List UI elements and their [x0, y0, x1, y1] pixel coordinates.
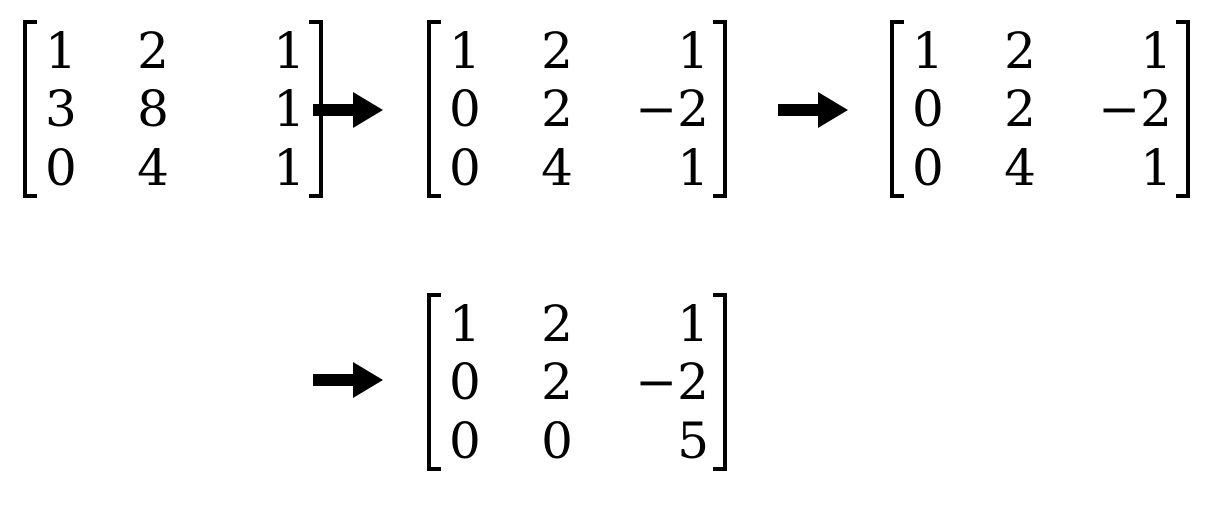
matrix-entry: 2 [541, 22, 573, 80]
left-bracket [890, 20, 904, 198]
matrix-entry: 2 [137, 22, 169, 80]
matrix-entry: 0 [912, 80, 944, 138]
matrix-entry: 1 [677, 139, 709, 197]
matrix-entry: −2 [635, 80, 709, 138]
matrix-entry: 0 [449, 80, 481, 138]
matrix-entry: 2 [541, 295, 573, 353]
matrix-entry: 1 [273, 139, 305, 197]
matrix-entry: 4 [1004, 139, 1036, 197]
left-bracket [427, 293, 441, 471]
right-bracket [713, 293, 727, 471]
matrix-entry: 0 [449, 139, 481, 197]
right-bracket [713, 20, 727, 198]
matrix-entry: 1 [1140, 139, 1172, 197]
matrix-entry: 1 [912, 22, 944, 80]
matrix-entry: 3 [45, 80, 77, 138]
right-arrow-icon [313, 362, 383, 398]
left-bracket [23, 20, 37, 198]
matrix-entry: 2 [1004, 22, 1036, 80]
matrix-entry: 1 [1140, 22, 1172, 80]
matrix-entry: 0 [45, 139, 77, 197]
matrix-entry: 4 [541, 139, 573, 197]
right-arrow-icon [778, 92, 848, 128]
matrix-entry: 1 [273, 80, 305, 138]
matrix-entry: 1 [449, 22, 481, 80]
matrix-entry: 4 [137, 139, 169, 197]
matrix-entry: 5 [677, 412, 709, 470]
matrix-entry: 1 [449, 295, 481, 353]
matrix-entry: −2 [1098, 80, 1172, 138]
matrix-entry: 8 [137, 80, 169, 138]
matrix-entry: 1 [677, 295, 709, 353]
left-bracket [427, 20, 441, 198]
matrix-entry: 0 [449, 353, 481, 411]
matrix-entry: 0 [912, 139, 944, 197]
matrix-entry: 0 [449, 412, 481, 470]
right-arrow-icon [313, 92, 383, 128]
matrix-entry: 0 [541, 412, 573, 470]
matrix-entry: 2 [541, 353, 573, 411]
matrix-entry: 2 [541, 80, 573, 138]
matrix-entry: 1 [273, 22, 305, 80]
right-bracket [1176, 20, 1190, 198]
matrix-entry: 1 [45, 22, 77, 80]
matrix-entry: 2 [1004, 80, 1036, 138]
matrix-entry: 1 [677, 22, 709, 80]
matrix-entry: −2 [635, 353, 709, 411]
